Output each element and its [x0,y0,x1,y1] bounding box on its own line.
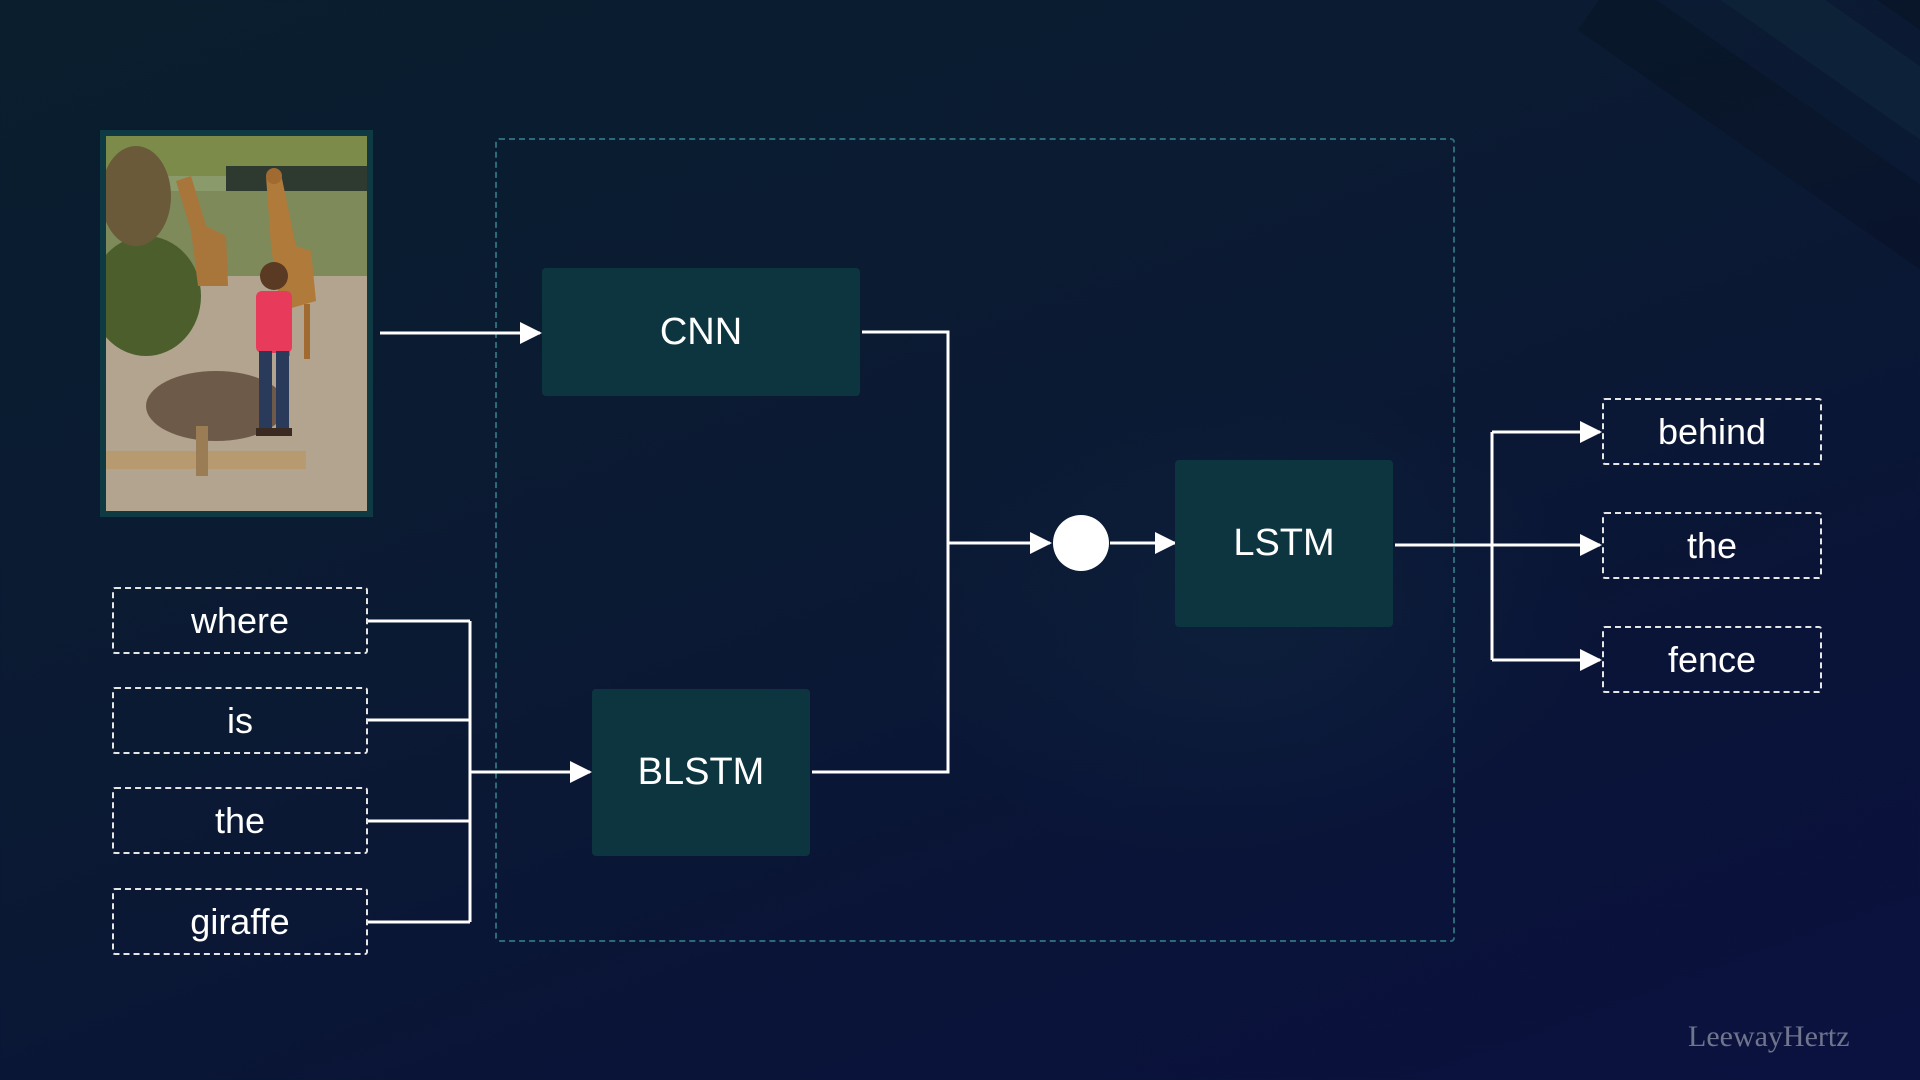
input-word-box: the [112,787,368,854]
output-word: fence [1667,638,1757,680]
output-word-box: fence [1602,626,1822,693]
input-word-box: giraffe [112,888,368,955]
input-word: giraffe [190,900,290,942]
input-word: the [214,799,266,841]
input-image-girl-and-giraffes [100,130,373,517]
lstm-block: LSTM [1175,460,1393,627]
watermark-logo: LeewayHertz [1688,1020,1850,1053]
input-word-box: where [112,587,368,654]
output-word-box: the [1602,512,1822,579]
input-word: where [190,599,290,641]
input-word: is [227,699,253,741]
lstm-label: LSTM [1233,522,1335,564]
output-word: behind [1657,410,1767,452]
cnn-block: CNN [542,268,860,396]
merge-node [1053,515,1109,571]
model-boundary [495,138,1455,942]
blstm-label: BLSTM [637,751,765,793]
input-word-box: is [112,687,368,754]
cnn-label: CNN [659,310,743,353]
output-word-box: behind [1602,398,1822,465]
blstm-block: BLSTM [592,689,810,856]
output-word: the [1686,524,1738,566]
